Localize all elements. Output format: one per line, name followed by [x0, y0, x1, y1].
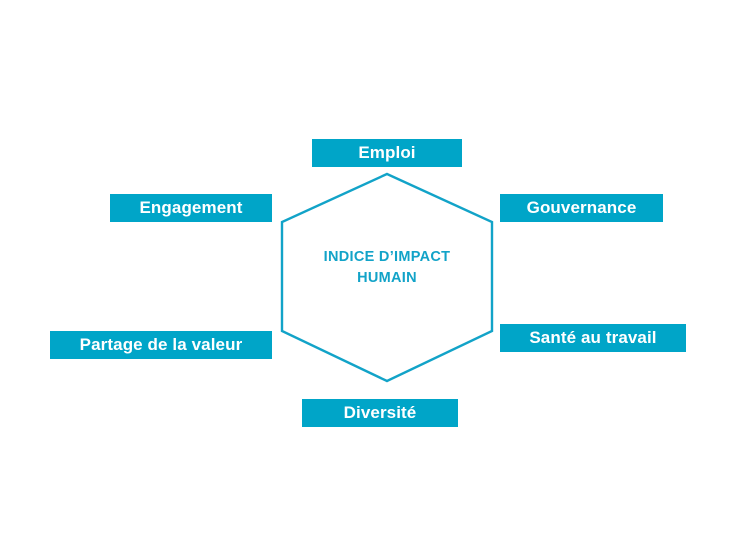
node-label-sante-au-travail-text: Santé au travail — [529, 328, 657, 347]
node-label-gouvernance[interactable]: Gouvernance — [500, 194, 663, 222]
node-label-emploi[interactable]: Emploi — [312, 139, 462, 167]
node-label-engagement-text: Engagement — [139, 198, 243, 217]
node-label-partage-de-la-valeur-text: Partage de la valeur — [79, 335, 243, 354]
node-label-gouvernance-text: Gouvernance — [526, 198, 637, 217]
node-label-sante-au-travail[interactable]: Santé au travail — [500, 324, 686, 352]
node-label-partage-de-la-valeur[interactable]: Partage de la valeur — [50, 331, 272, 359]
node-label-diversite[interactable]: Diversité — [302, 399, 458, 427]
center-hub-label: INDICE D’IMPACT HUMAIN — [323, 249, 451, 287]
node-label-emploi-text: Emploi — [358, 143, 416, 162]
node-label-engagement[interactable]: Engagement — [110, 194, 272, 222]
node-label-diversite-text: Diversité — [343, 403, 417, 422]
